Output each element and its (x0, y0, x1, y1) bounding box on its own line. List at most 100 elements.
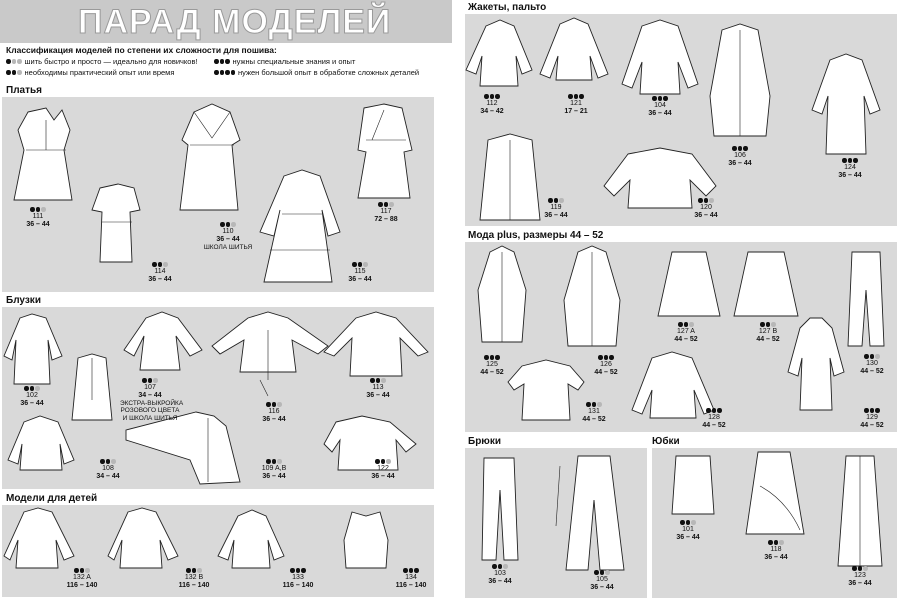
model-sizes: 36 – 44 (216, 235, 240, 243)
difficulty-dots (353, 459, 413, 464)
coat-sketch (709, 23, 771, 137)
model-code: 119 (550, 203, 562, 211)
model-code: 113 (372, 383, 384, 391)
difficulty-dots (842, 408, 900, 413)
plus-jacket-sketch (631, 351, 715, 419)
legend-item-level4: нужен большой опыт в обработке сложных д… (214, 68, 419, 77)
jacket-sketch (603, 147, 717, 209)
section-title-skirts: Юбки (652, 436, 680, 447)
model-code: 101 (682, 525, 694, 533)
dress-sketch (259, 169, 341, 283)
difficulty-dots (348, 378, 408, 383)
model-sizes: 34 – 44 (96, 472, 120, 480)
difficulty-dots (676, 198, 736, 203)
section-title-dresses: Платья (6, 85, 42, 96)
model-sizes: 36 – 44 (371, 472, 395, 480)
model-sizes: 36 – 44 (20, 399, 44, 407)
blouse-sketch (123, 311, 203, 371)
model-sizes: 36 – 44 (26, 220, 50, 228)
section-title-blouses: Блузки (6, 295, 41, 306)
model-sizes: 36 – 44 (544, 211, 568, 219)
legend-text: шить быстро и просто — идеально для нови… (24, 57, 198, 66)
legend-item-level3: нужны специальные знания и опыт (214, 57, 355, 66)
model-sizes: 36 – 44 (590, 583, 614, 591)
difficulty-dots (656, 322, 716, 327)
model-sizes: 44 – 52 (702, 421, 726, 429)
difficulty-dots (684, 408, 744, 413)
model-code: 128 (708, 413, 720, 421)
model-code: 114 (154, 267, 166, 275)
dress-sketch (357, 103, 413, 199)
plus-trousers-sketch (847, 251, 885, 347)
model-code: 120 (700, 203, 712, 211)
model-note: ШКОЛА ШИТЬЯ (203, 243, 253, 251)
kids-vest-sketch (343, 511, 389, 569)
blouse-sketch (323, 415, 417, 471)
model-sizes: 72 – 88 (374, 215, 398, 223)
model-code: 116 (268, 407, 280, 415)
plus-blouse-sketch (507, 359, 585, 421)
model-sizes: 44 – 52 (480, 368, 504, 376)
coat-sketch (479, 133, 541, 221)
model-code: 121 (570, 99, 582, 107)
model-code: 107 (144, 383, 156, 391)
difficulty-dots (356, 202, 416, 207)
difficulty-dots (120, 378, 180, 383)
model-code: 110 (222, 227, 234, 235)
model-code: 105 (596, 575, 608, 583)
model-sizes: 116 – 140 (178, 581, 210, 589)
model-sizes: 44 – 52 (594, 368, 618, 376)
difficulty-dots (470, 564, 530, 569)
difficulty-dots (830, 566, 890, 571)
legend-text: необходимы практический опыт или время (24, 68, 175, 77)
blouse-sketch (211, 311, 329, 397)
model-code: 106 (734, 151, 746, 159)
model-sizes: 116 – 140 (66, 581, 98, 589)
model-code: 103 (494, 569, 506, 577)
difficulty-dots (462, 94, 522, 99)
jacket-sketch (539, 17, 609, 81)
model-sizes: 36 – 44 (366, 391, 390, 399)
difficulty-dots (244, 459, 304, 464)
model-sizes: 36 – 44 (262, 415, 286, 423)
legend-item-level2: необходимы практический опыт или время (6, 68, 174, 77)
legend-text: нужен большой опыт в обработке сложных д… (238, 68, 420, 77)
model-code: 131 (588, 407, 600, 415)
model-sizes: 36 – 44 (764, 553, 788, 561)
difficulty-dots (842, 354, 900, 359)
blouse-sketch (125, 411, 241, 485)
legend-item-level1: шить быстро и просто — идеально для нови… (6, 57, 198, 66)
model-code: 132 B (184, 573, 204, 581)
plus-skirt-sketch (733, 251, 799, 317)
difficulty-dots (78, 459, 138, 464)
kids-jacket-sketch (107, 507, 179, 569)
difficulty-dots (746, 540, 806, 545)
model-code: 111 (32, 212, 44, 220)
model-sizes: 44 – 52 (860, 367, 884, 375)
model-code: 112 (486, 99, 498, 107)
section-title-plus: Мода plus, размеры 44 – 52 (468, 230, 604, 241)
plus-anorak-sketch (787, 317, 845, 411)
model-code: 129 (866, 413, 878, 421)
model-sizes: 34 – 42 (480, 107, 504, 115)
difficulty-dots (214, 59, 230, 64)
trousers-sketch (481, 457, 519, 561)
model-code: 126 (600, 360, 612, 368)
difficulty-dots (564, 402, 624, 407)
skirt-sketch (745, 451, 805, 535)
